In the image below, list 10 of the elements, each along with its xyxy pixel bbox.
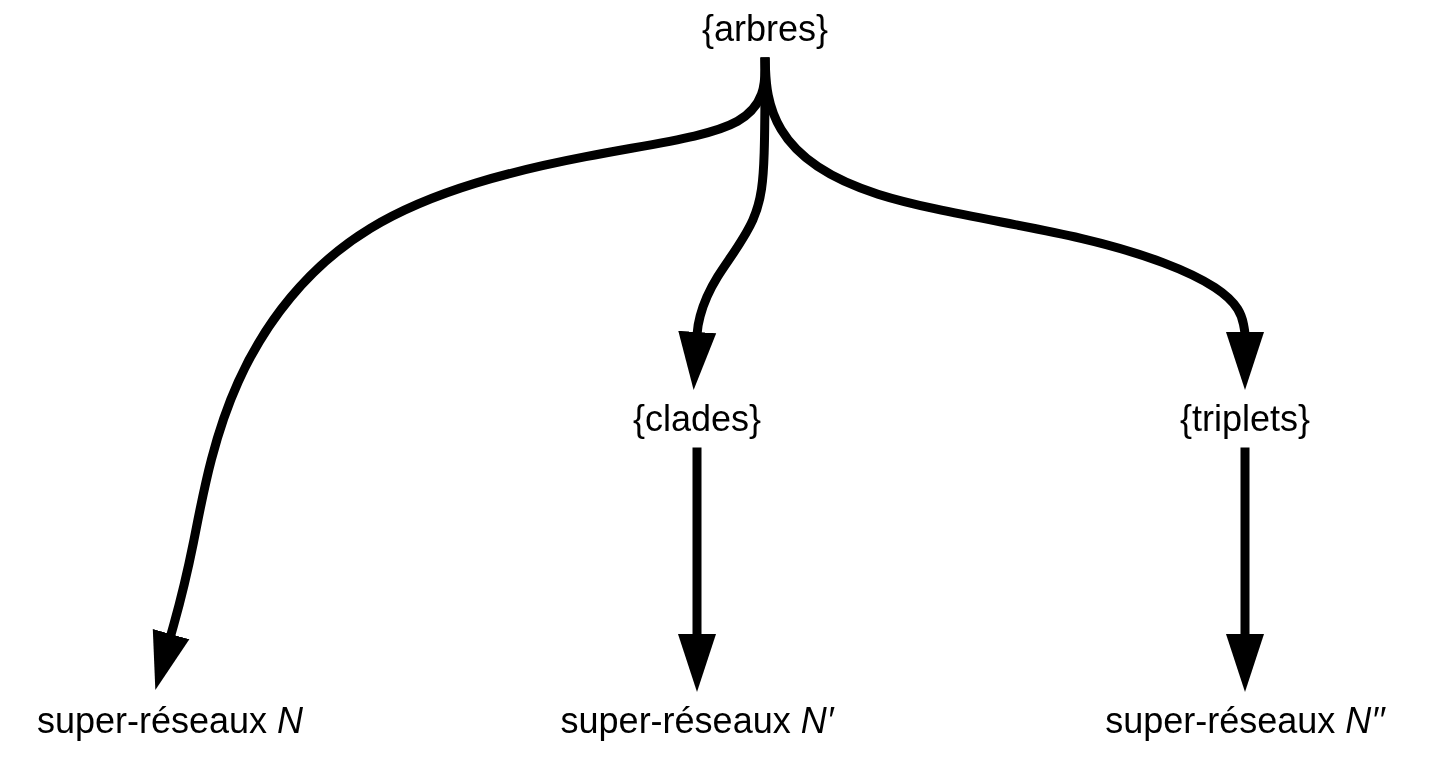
arrow (678, 447, 716, 692)
node-label: super-réseaux N′′ (1105, 700, 1385, 742)
arrow (678, 57, 770, 390)
node-label: {arbres} (701, 8, 829, 50)
node-label: super-réseaux N (36, 700, 304, 742)
node-label: {triplets} (1179, 398, 1311, 440)
arrow (760, 57, 1264, 390)
node-label: {clades} (632, 398, 762, 440)
arrow (1226, 447, 1264, 692)
node-label: super-réseaux N′ (560, 700, 834, 742)
